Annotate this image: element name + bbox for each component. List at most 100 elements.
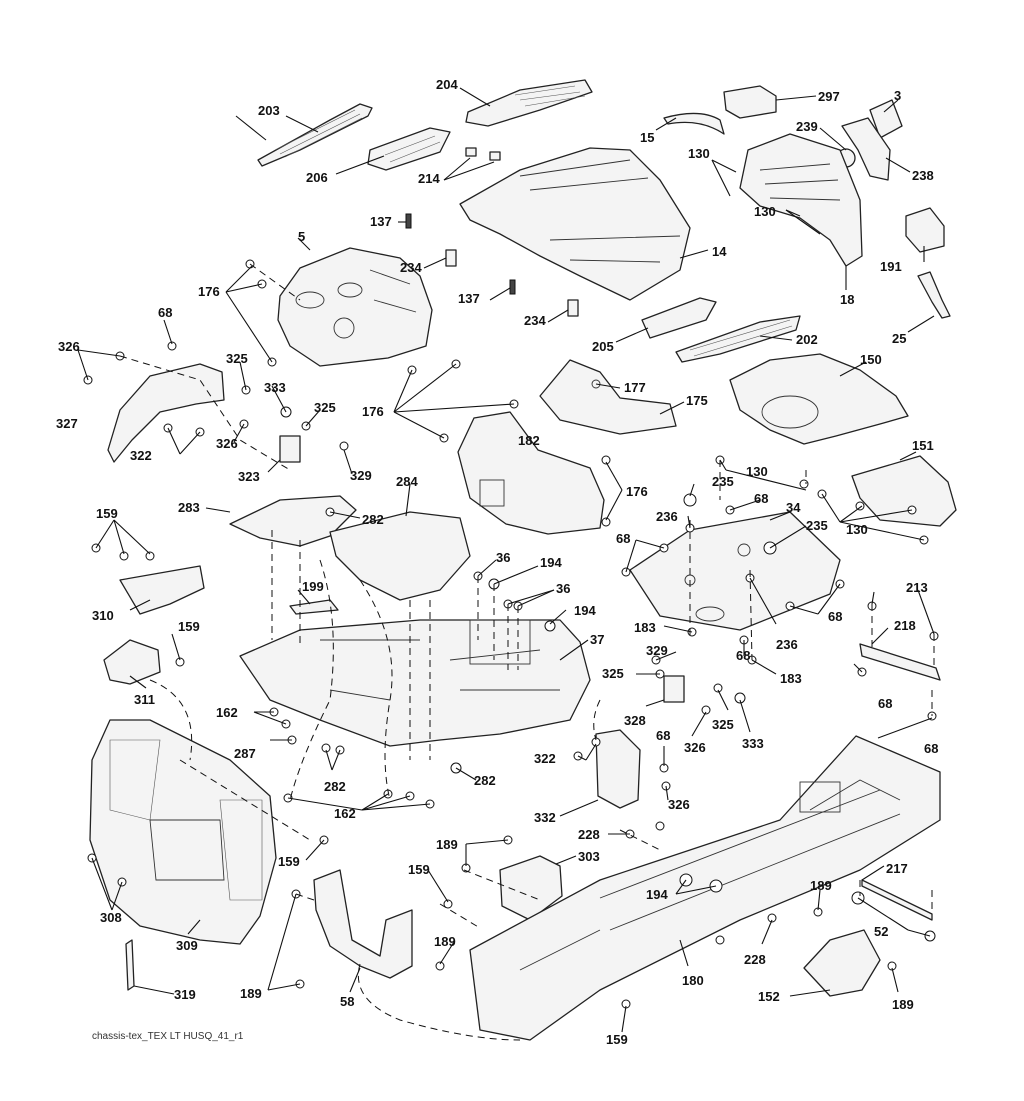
callout-205: 205 <box>592 339 614 354</box>
dashed-assembly-lines <box>119 263 935 1041</box>
callout-175: 175 <box>686 393 708 408</box>
part-191-block <box>905 207 945 253</box>
callout-308: 308 <box>100 910 122 925</box>
part-205-strip <box>641 297 717 339</box>
callout-191: 191 <box>880 259 902 274</box>
callout-218: 218 <box>894 618 916 633</box>
callout-327: 327 <box>56 416 78 431</box>
callout-130-a: 130 <box>688 146 710 161</box>
callout-189-e: 189 <box>892 997 914 1012</box>
callout-130-c: 130 <box>746 464 768 479</box>
part-5-dash-panel <box>277 247 433 367</box>
part-137-clip-b <box>509 279 516 295</box>
callout-130-d: 130 <box>846 522 868 537</box>
callout-36-b: 36 <box>556 581 570 596</box>
callout-325-b: 325 <box>314 400 336 415</box>
callout-150: 150 <box>860 352 882 367</box>
callout-182: 182 <box>518 433 540 448</box>
part-284-shell <box>329 511 471 601</box>
callout-180: 180 <box>682 973 704 988</box>
callout-329-b: 329 <box>646 643 668 658</box>
callout-151: 151 <box>912 438 934 453</box>
callout-282-c: 282 <box>474 773 496 788</box>
callout-130-b: 130 <box>754 204 776 219</box>
part-3-plate <box>869 99 903 139</box>
callout-194-a: 194 <box>540 555 562 570</box>
callout-204: 204 <box>436 77 458 92</box>
callout-282-a: 282 <box>362 512 384 527</box>
callout-311: 311 <box>134 692 155 707</box>
part-323-bracket <box>279 435 301 463</box>
part-182-console <box>457 411 605 535</box>
callout-326-b: 326 <box>216 436 238 451</box>
callout-234-b: 234 <box>524 313 546 328</box>
part-283-shell <box>229 495 357 547</box>
callout-326-a: 326 <box>58 339 80 354</box>
callout-238: 238 <box>912 168 934 183</box>
part-218-bar <box>859 643 941 681</box>
callout-52: 52 <box>874 924 888 939</box>
callout-203: 203 <box>258 103 280 118</box>
part-319-rod <box>125 939 135 991</box>
part-175-bracket <box>539 359 677 435</box>
callout-194-b: 194 <box>574 603 596 618</box>
part-310-bracket <box>119 565 205 615</box>
part-309-front-frame <box>89 719 277 945</box>
callout-152: 152 <box>758 989 780 1004</box>
callout-325-a: 325 <box>226 351 248 366</box>
part-202-strip <box>675 315 801 363</box>
callout-283: 283 <box>178 500 200 515</box>
callout-332: 332 <box>534 810 556 825</box>
callout-176-c: 176 <box>626 484 648 499</box>
callout-34: 34 <box>786 500 801 515</box>
callout-58: 58 <box>340 994 354 1009</box>
part-234-pad-b <box>567 299 579 317</box>
part-234-pad-a <box>445 249 457 267</box>
part-332-guard <box>595 729 641 809</box>
callout-322-a: 322 <box>130 448 152 463</box>
callout-199: 199 <box>302 579 324 594</box>
callout-329-a: 329 <box>350 468 372 483</box>
callout-137-b: 137 <box>458 291 480 306</box>
callout-217: 217 <box>886 861 908 876</box>
callout-68-g: 68 <box>656 728 670 743</box>
callout-labels: 204 297 3 203 15 239 130 238 206 214 130… <box>56 77 938 1047</box>
callout-137-a: 137 <box>370 214 392 229</box>
diagram-footer-code: chassis-tex_TEX LT HUSQ_41_r1 <box>92 1031 244 1042</box>
callout-213: 213 <box>906 580 928 595</box>
part-15-strip <box>663 112 725 135</box>
callout-326-d: 326 <box>668 797 690 812</box>
part-206-panel <box>367 127 451 171</box>
callout-325-c: 325 <box>602 666 624 681</box>
callout-159-a: 159 <box>96 506 118 521</box>
callout-159-e: 159 <box>606 1032 628 1047</box>
callout-162-a: 162 <box>216 705 238 720</box>
callout-25: 25 <box>892 331 906 346</box>
callout-159-c: 159 <box>278 854 300 869</box>
callout-228-a: 228 <box>578 827 600 842</box>
part-303-guard <box>499 855 563 921</box>
callout-228-b: 228 <box>744 952 766 967</box>
callout-206: 206 <box>306 170 328 185</box>
part-152-plate <box>803 929 881 997</box>
callout-328: 328 <box>624 713 646 728</box>
callout-326-c: 326 <box>684 740 706 755</box>
callout-162-b: 162 <box>334 806 356 821</box>
callout-183-a: 183 <box>634 620 656 635</box>
callout-309: 309 <box>176 938 198 953</box>
callout-236-a: 236 <box>656 509 678 524</box>
callout-333-a: 333 <box>264 380 286 395</box>
callout-5: 5 <box>298 229 305 244</box>
callout-68-b: 68 <box>754 491 768 506</box>
callout-319: 319 <box>174 987 196 1002</box>
callout-310: 310 <box>92 608 114 623</box>
callout-239: 239 <box>796 119 818 134</box>
part-297-block <box>723 85 777 119</box>
callout-14: 14 <box>712 244 727 259</box>
callout-36-a: 36 <box>496 550 510 565</box>
part-199-clip <box>289 599 339 615</box>
callout-194-c: 194 <box>646 887 668 902</box>
part-327-fender <box>107 363 225 463</box>
part-14-hood <box>459 147 691 301</box>
